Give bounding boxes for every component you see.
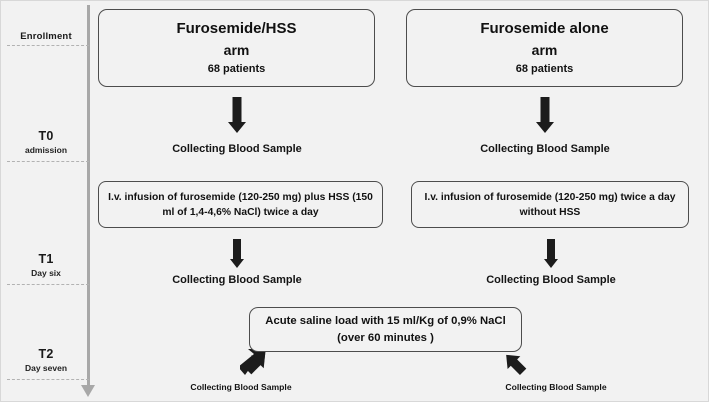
timeline-divider-t2 xyxy=(7,379,89,380)
arrow-diagonal-icon-right-to-t2 xyxy=(498,349,532,379)
arrow-down-icon-left-t0-to-t1 xyxy=(223,239,251,269)
timeline-sublabel-t0: admission xyxy=(24,145,68,155)
timeline-axis xyxy=(87,5,90,387)
arrow-diagonal-icon-left-to-t2 xyxy=(240,349,274,379)
blood-sample-label-right-t2: Collecting Blood Sample xyxy=(505,382,607,392)
treatment-left-text: I.v. infusion of furosemide (120-250 mg)… xyxy=(108,191,373,218)
blood-sample-label-right-t1: Collecting Blood Sample xyxy=(486,274,616,286)
timeline-sublabel-t1: Day six xyxy=(31,268,61,278)
arm-left-title: Furosemide/HSS xyxy=(176,20,297,37)
arm-left-subtitle: arm xyxy=(223,42,250,58)
blood-sample-label-right-t0: Collecting Blood Sample xyxy=(480,143,610,155)
arm-box-right: Furosemide alone arm 68 patients xyxy=(406,9,683,87)
arrow-down-icon-left-enrollment-to-t0 xyxy=(220,97,254,133)
arm-right-count: 68 patients xyxy=(515,63,574,75)
arm-right-title: Furosemide alone xyxy=(480,20,609,37)
timeline-divider-t1 xyxy=(7,284,89,285)
arrow-down-icon-right-t0-to-t1 xyxy=(537,239,565,269)
timeline-sublabel-t2: Day seven xyxy=(24,363,68,373)
timeline-divider-t0 xyxy=(7,161,89,162)
arm-right-subtitle: arm xyxy=(531,42,558,58)
timeline-label-t0: T0 xyxy=(38,129,54,143)
timeline-label-t1: T1 xyxy=(38,252,54,266)
arrow-down-icon-right-enrollment-to-t0 xyxy=(528,97,562,133)
blood-sample-label-left-t2: Collecting Blood Sample xyxy=(190,382,292,392)
timeline-divider-enrollment xyxy=(7,45,89,46)
saline-load-box: Acute saline load with 15 ml/Kg of 0,9% … xyxy=(249,307,522,352)
blood-sample-label-left-t1: Collecting Blood Sample xyxy=(172,274,302,286)
arm-left-count: 68 patients xyxy=(207,63,266,75)
blood-sample-label-left-t0: Collecting Blood Sample xyxy=(172,143,302,155)
saline-load-text: Acute saline load with 15 ml/Kg of 0,9% … xyxy=(265,314,506,344)
arm-box-left: Furosemide/HSS arm 68 patients xyxy=(98,9,375,87)
treatment-box-left: I.v. infusion of furosemide (120-250 mg)… xyxy=(98,181,383,228)
timeline-label-enrollment: Enrollment xyxy=(20,31,72,42)
treatment-right-text: I.v. infusion of furosemide (120-250 mg)… xyxy=(424,191,676,218)
timeline-arrowhead-icon xyxy=(81,385,95,397)
treatment-box-right: I.v. infusion of furosemide (120-250 mg)… xyxy=(411,181,689,228)
timeline-label-t2: T2 xyxy=(38,347,54,361)
